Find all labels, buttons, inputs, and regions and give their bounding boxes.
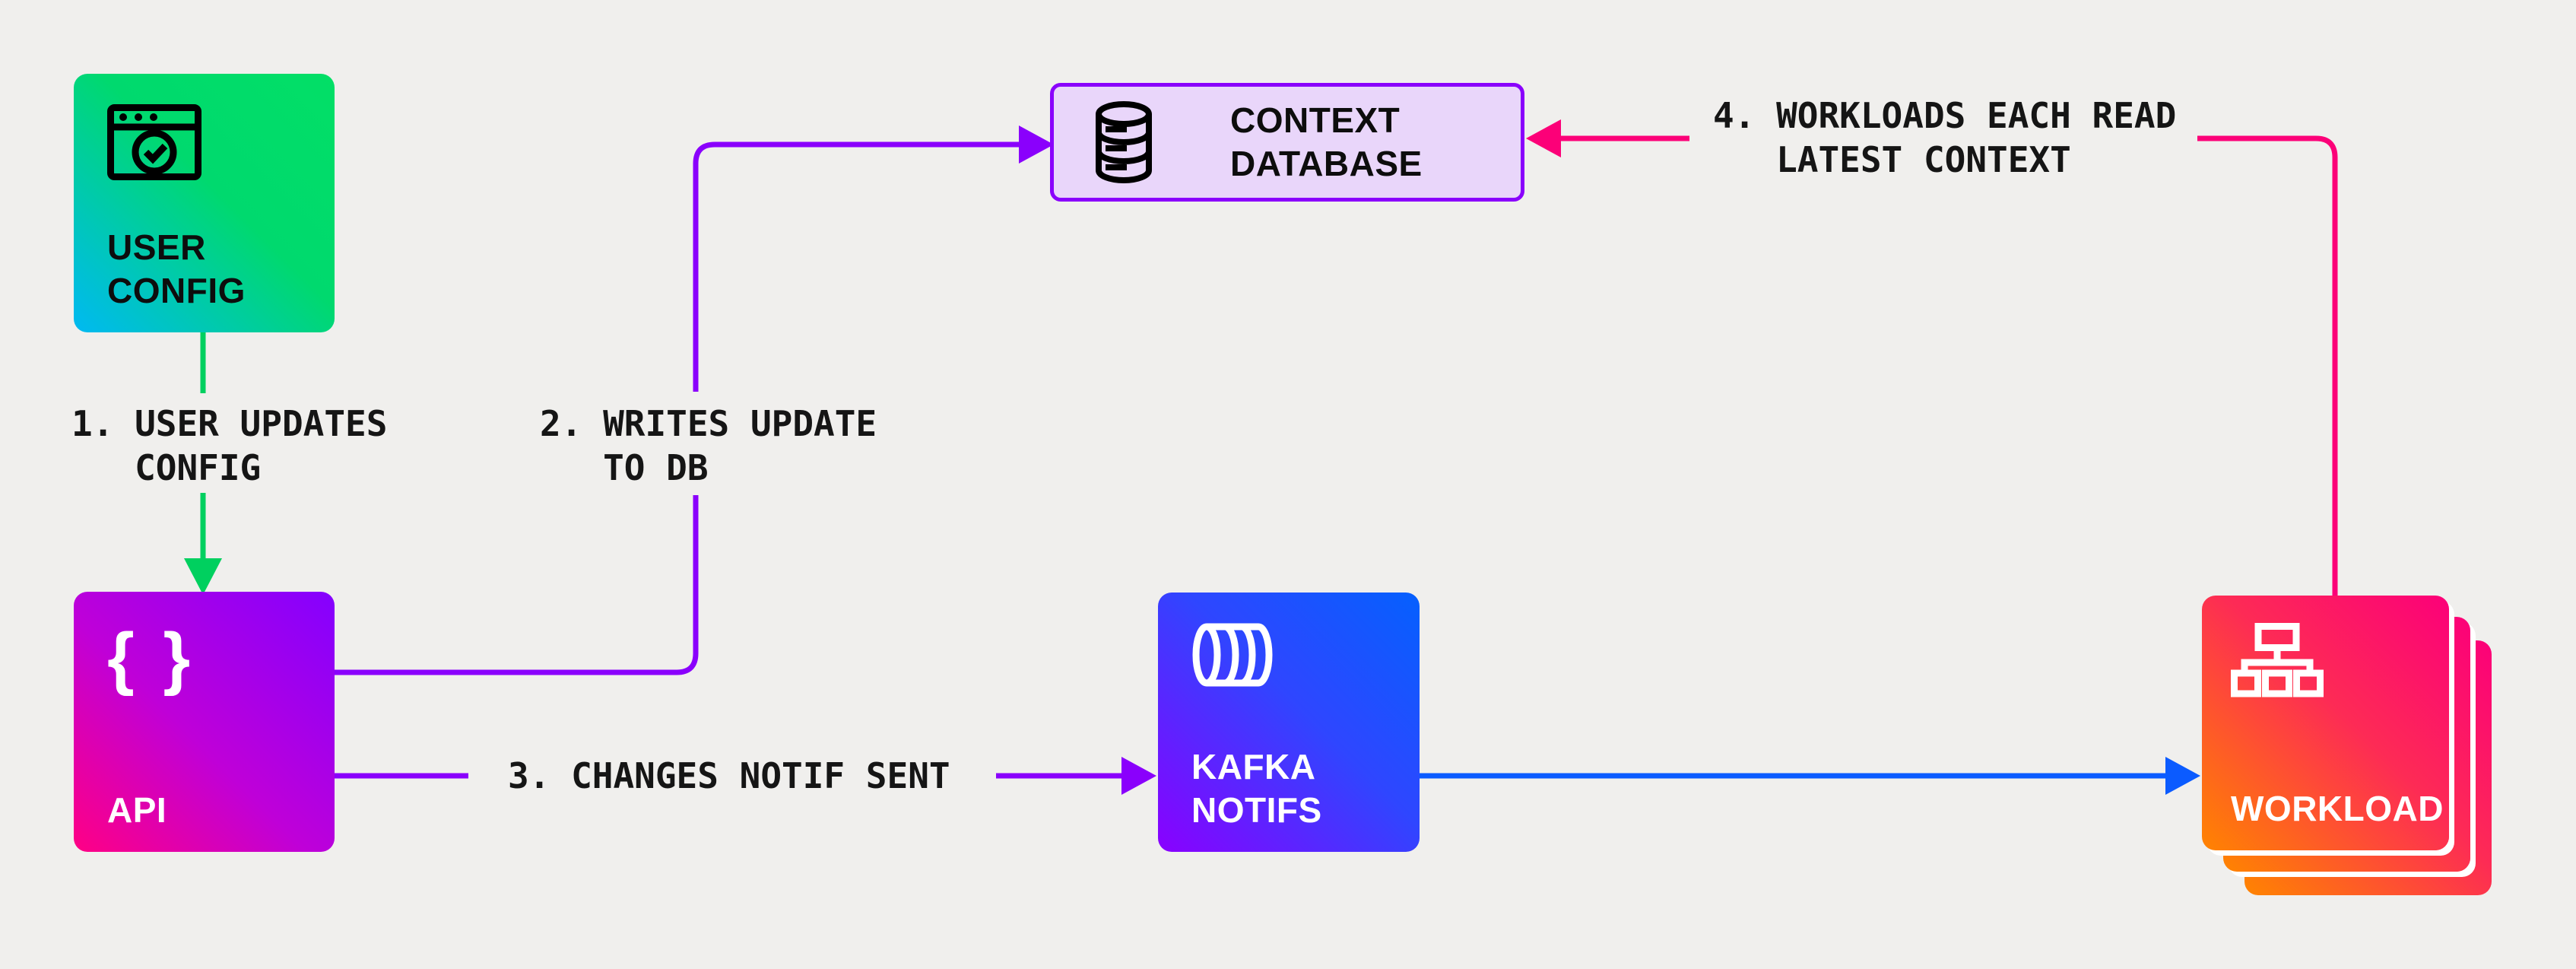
arrowhead-pink-left: [1526, 119, 1561, 157]
arrow-writes-update-to-db: [335, 125, 1054, 675]
node-workload: WORKLOAD: [2202, 596, 2449, 850]
node-label-context-database: CONTEXT DATABASE: [1230, 100, 1423, 183]
arrow-kafka-to-workload: [1420, 757, 2200, 795]
pipe-cylinder-icon: [1192, 623, 1273, 687]
sitemap-icon: [2231, 623, 2324, 697]
arrowhead-blue-right: [2165, 757, 2200, 795]
curly-braces-icon: { }: [107, 619, 195, 697]
database-cylinder-icon: [1096, 101, 1152, 183]
step-label-1: 1. USER UPDATES CONFIG: [71, 403, 388, 488]
arrowhead-green-down: [184, 558, 222, 595]
node-context-database: CONTEXT DATABASE: [1050, 83, 1524, 202]
step-label-2: 2. WRITES UPDATE TO DB: [540, 403, 877, 488]
node-label-api: API: [107, 790, 167, 830]
step-label-3: 3. CHANGES NOTIF SENT: [508, 755, 950, 796]
browser-check-icon: [107, 104, 201, 180]
node-label-user-config: USER CONFIG: [107, 227, 246, 310]
arrowhead-purple-right: [1019, 125, 1054, 164]
node-user-config: USER CONFIG: [74, 74, 335, 332]
step-label-4: 4. WORKLOADS EACH READ LATEST CONTEXT: [1713, 95, 2177, 180]
arrow-changes-notif-sent: [335, 757, 1156, 795]
node-kafka-notifs: KAFKA NOTIFS: [1158, 593, 1420, 852]
node-api: { } API: [74, 592, 335, 852]
node-label-kafka-notifs: KAFKA NOTIFS: [1191, 747, 1322, 830]
arrowhead-purple-right: [1121, 757, 1156, 795]
arrow-user-updates-config: [184, 332, 222, 595]
arrow-workloads-read-context: [1526, 119, 2338, 597]
node-label-workload: WORKLOAD: [2231, 789, 2444, 828]
